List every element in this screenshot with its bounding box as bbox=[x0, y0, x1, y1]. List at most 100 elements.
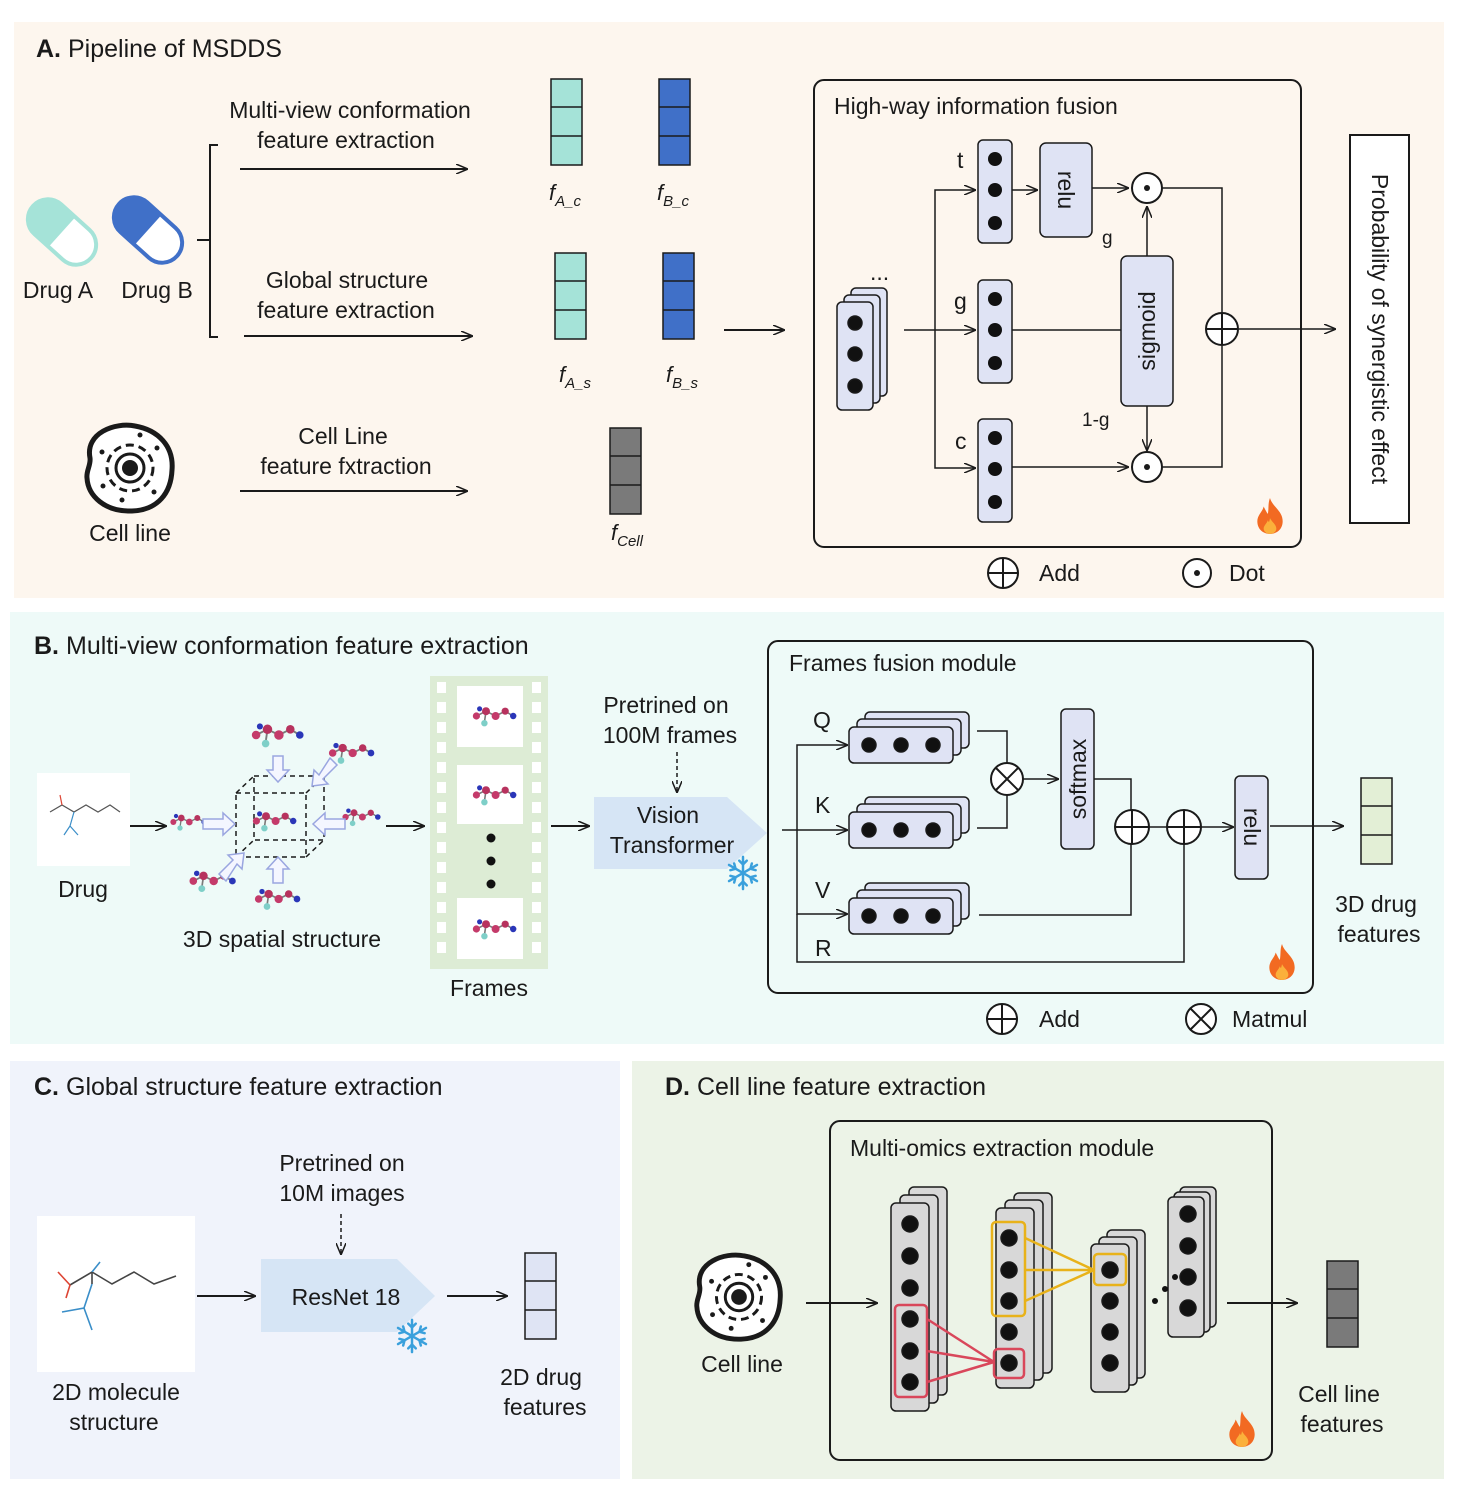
legend-matmul-label: Matmul bbox=[1232, 1006, 1307, 1032]
stack-ellipsis: ... bbox=[870, 259, 889, 285]
feature-vector-b-c bbox=[658, 78, 691, 166]
3d-drug-feature-vector bbox=[1360, 777, 1393, 865]
film-strip bbox=[430, 676, 548, 969]
matmul-op bbox=[990, 762, 1024, 796]
add-op bbox=[1205, 312, 1239, 346]
panel-d-title: D.Cell line feature extraction bbox=[665, 1073, 986, 1101]
layer-1-stack bbox=[890, 1186, 948, 1412]
softmax-label: softmax bbox=[1065, 738, 1091, 819]
frames-fusion-title: Frames fusion module bbox=[789, 650, 1017, 676]
drug-label: Drug bbox=[58, 876, 108, 902]
panel-a-title: A.Pipeline of MSDDS bbox=[36, 35, 282, 63]
legend-matmul-icon bbox=[1185, 1003, 1217, 1035]
2d-drug-features-line2: features bbox=[503, 1394, 586, 1420]
panel-a: A.Pipeline of MSDDS Drug A Drug B Multi-… bbox=[14, 22, 1444, 598]
v-node-stack bbox=[848, 882, 970, 935]
cell-line-features-line1: Cell line bbox=[1298, 1381, 1380, 1407]
resnet-pretrained-line1: Pretrined on bbox=[279, 1150, 404, 1176]
2d-molecule-drawing bbox=[57, 1261, 177, 1331]
drug-a-capsule-icon bbox=[25, 197, 99, 267]
layer-ellipsis-dots bbox=[1152, 1274, 1178, 1304]
resnet-pretrained-line2: 10M images bbox=[279, 1180, 404, 1206]
panel-c: C.Global structure feature extraction 2D… bbox=[10, 1061, 620, 1479]
q-node-stack bbox=[848, 711, 970, 764]
drug-structure-drawing bbox=[49, 794, 121, 836]
input-node-stack bbox=[836, 287, 888, 411]
panel-c-title: C.Global structure feature extraction bbox=[34, 1073, 443, 1101]
dot-op-top bbox=[1131, 172, 1163, 204]
2d-drug-features-line1: 2D drug bbox=[500, 1364, 582, 1390]
multi-omics-title: Multi-omics extraction module bbox=[850, 1135, 1154, 1161]
vit-label-line2: Transformer bbox=[610, 832, 735, 858]
panel-b-title-text: Multi-view conformation feature extracti… bbox=[66, 632, 529, 660]
vit-block bbox=[594, 797, 767, 869]
panel-b: B.Multi-view conformation feature extrac… bbox=[10, 612, 1444, 1044]
legend-add-label-b: Add bbox=[1039, 1006, 1080, 1032]
resnet-label: ResNet 18 bbox=[292, 1284, 401, 1310]
relu-label: relu bbox=[1053, 171, 1079, 209]
vit-pretrained-line2: 100M frames bbox=[603, 722, 737, 748]
layer-3-stack bbox=[1090, 1229, 1146, 1393]
multi-view-label-line1: Multi-view conformation bbox=[229, 97, 471, 123]
frames-fusion-box bbox=[767, 640, 1314, 994]
feature-vector-a-s bbox=[554, 252, 587, 340]
branch-g-label: g bbox=[954, 288, 967, 314]
attention-connectors bbox=[977, 730, 1343, 916]
drug-bracket bbox=[197, 144, 218, 338]
spatial-structure-graphic bbox=[169, 722, 382, 911]
resnet-block bbox=[261, 1259, 435, 1332]
vit-label-line1: Vision bbox=[637, 802, 699, 828]
f-cell-label: fCell bbox=[611, 520, 644, 550]
fusion-module-title: High-way information fusion bbox=[834, 93, 1118, 119]
gate-one-minus-g-label: 1-g bbox=[1082, 410, 1109, 431]
legend-add-icon bbox=[987, 557, 1019, 589]
drug-b-label: Drug B bbox=[121, 277, 193, 303]
cell-feature-label-line2: feature fxtraction bbox=[260, 453, 431, 479]
panel-c-title-text: Global structure feature extraction bbox=[66, 1073, 443, 1101]
panel-a-title-text: Pipeline of MSDDS bbox=[68, 35, 282, 63]
add-op-2 bbox=[1166, 809, 1202, 845]
legend-dot-label: Dot bbox=[1229, 560, 1265, 586]
relu-label-b: relu bbox=[1239, 808, 1265, 846]
2d-molecule-label-line1: 2D molecule bbox=[52, 1379, 180, 1405]
node-g bbox=[977, 279, 1013, 384]
2d-drug-feature-vector bbox=[524, 1252, 557, 1340]
gate-g-label: g bbox=[1102, 228, 1113, 249]
cell-line-label: Cell line bbox=[89, 520, 171, 546]
panel-d: D.Cell line feature extraction Multi-omi… bbox=[632, 1061, 1444, 1479]
output-label: Probability of synergistic effect bbox=[1367, 174, 1393, 485]
q-label: Q bbox=[813, 707, 831, 733]
k-label: K bbox=[815, 792, 831, 818]
fusion-module-box bbox=[813, 79, 1302, 548]
f-a-c-label: fA_c bbox=[549, 180, 581, 210]
2d-molecule-label-line2: structure bbox=[69, 1409, 158, 1435]
branch-lines bbox=[904, 190, 975, 468]
node-t bbox=[977, 139, 1013, 244]
relu-block-b bbox=[1234, 775, 1269, 880]
panel-c-letter: C. bbox=[34, 1073, 59, 1101]
global-label-line2: feature extraction bbox=[257, 297, 435, 323]
k-node-stack bbox=[848, 796, 970, 849]
drug-b-capsule-icon bbox=[111, 195, 185, 265]
drug-structure-image bbox=[37, 773, 130, 866]
legend-add-icon-b bbox=[986, 1003, 1018, 1035]
panel-d-title-text: Cell line feature extraction bbox=[697, 1073, 986, 1101]
frames-label: Frames bbox=[450, 975, 528, 1001]
3d-drug-features-line1: 3D drug bbox=[1335, 891, 1417, 917]
cell-line-features-line2: features bbox=[1300, 1411, 1383, 1437]
receptive-field-yellow bbox=[990, 1220, 1128, 1318]
legend-dot-icon bbox=[1182, 558, 1212, 588]
cell-icon-d bbox=[697, 1255, 781, 1339]
branch-t-label: t bbox=[957, 147, 964, 173]
sigmoid-label: sigmoid bbox=[1134, 291, 1160, 370]
dot-op-bottom bbox=[1131, 451, 1163, 483]
drug-a-label: Drug A bbox=[23, 277, 94, 303]
3d-drug-features-line2: features bbox=[1337, 921, 1420, 947]
qkvr-branch-lines bbox=[782, 745, 1185, 963]
receptive-field-red bbox=[893, 1303, 1026, 1399]
node-c bbox=[977, 418, 1013, 523]
panel-b-title: B.Multi-view conformation feature extrac… bbox=[34, 632, 529, 660]
multi-view-label-line2: feature extraction bbox=[257, 127, 435, 153]
fusion-connectors bbox=[1012, 188, 1335, 467]
legend-add-label: Add bbox=[1039, 560, 1080, 586]
